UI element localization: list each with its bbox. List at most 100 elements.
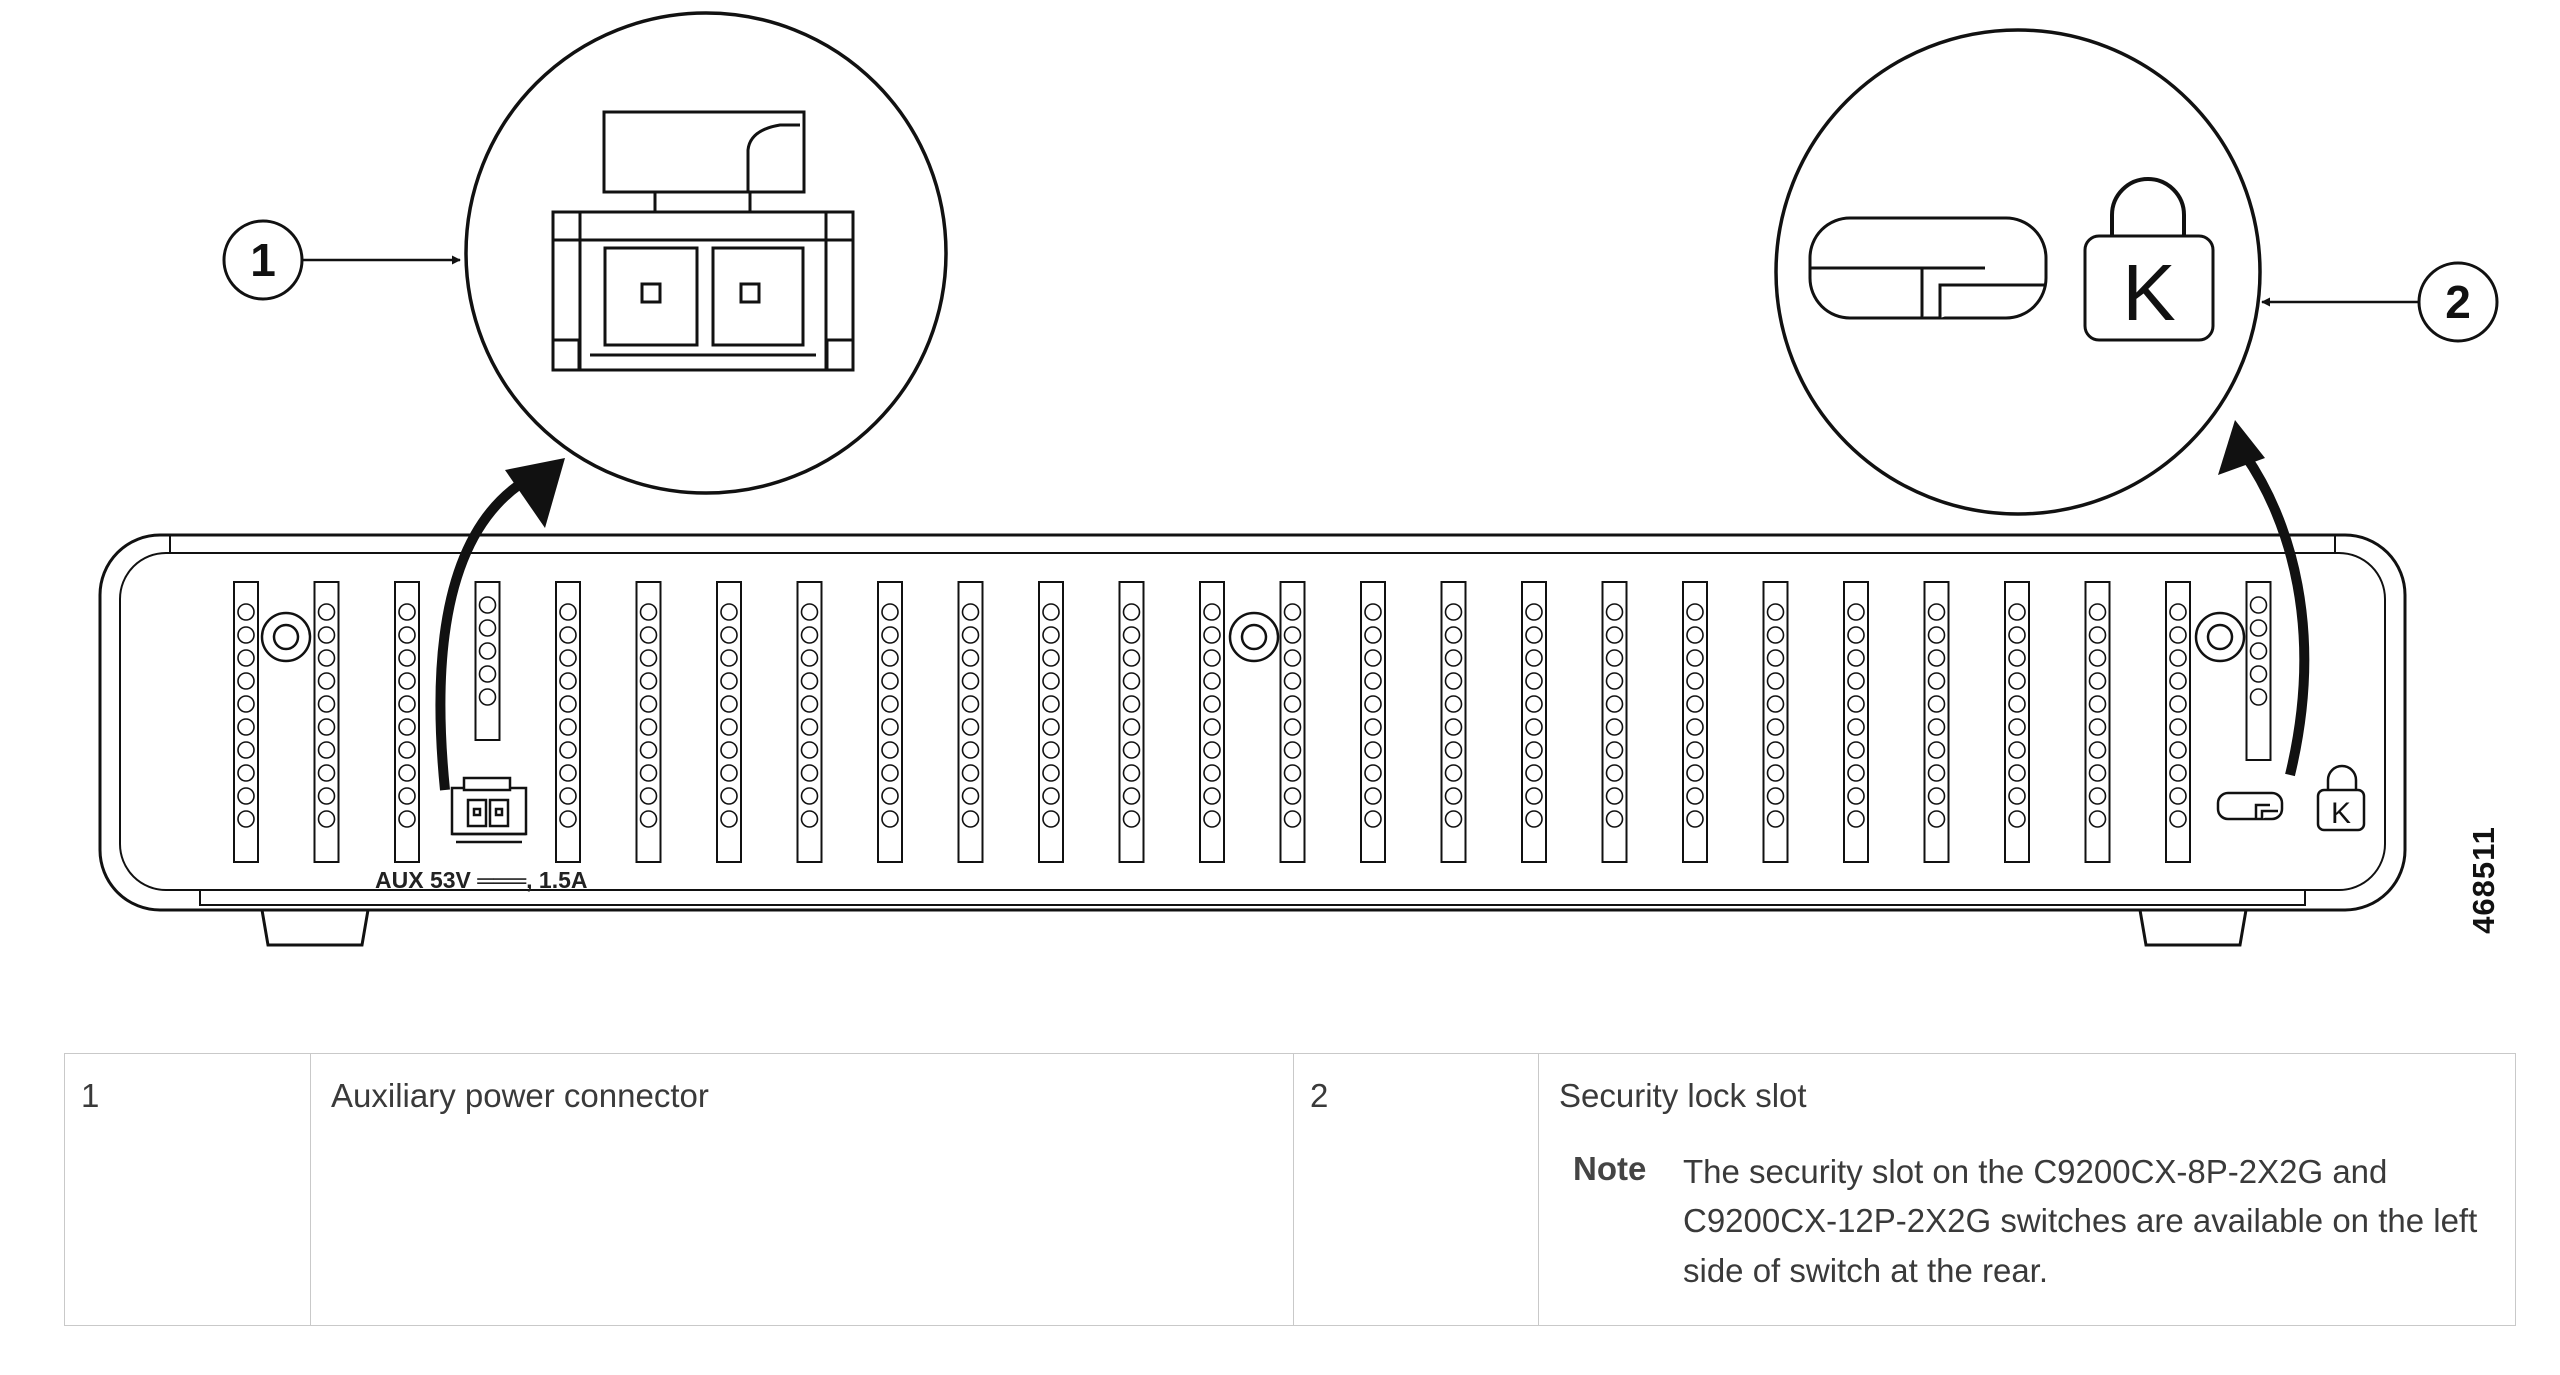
vent-hole	[1203, 718, 1221, 736]
vent-hole	[961, 741, 980, 759]
vent-hole	[1766, 603, 1785, 621]
vent-hole	[559, 741, 577, 759]
vent-hole	[1122, 649, 1141, 667]
vent-hole	[237, 649, 255, 667]
vent-hole	[800, 810, 819, 828]
vent-hole	[398, 787, 416, 805]
security-slot-zoom: K	[1774, 28, 2262, 516]
vent-hole	[1122, 764, 1141, 782]
vent-hole	[1927, 718, 1946, 736]
vent-hole	[2169, 764, 2187, 782]
vent-hole	[1525, 695, 1543, 713]
legend-table: 1 Auxiliary power connector 2 Security l…	[64, 1052, 2516, 1327]
vent-hole	[881, 626, 899, 644]
vent-hole	[1766, 695, 1785, 713]
legend-number-1: 1	[64, 1052, 311, 1327]
vent-hole	[1203, 649, 1221, 667]
legend-description-1: Auxiliary power connector	[310, 1052, 1294, 1327]
vent-hole	[720, 603, 738, 621]
vent-hole	[2008, 603, 2026, 621]
vent-hole	[559, 695, 577, 713]
aux-power-rating-label: AUX 53V ═══, 1.5A	[375, 867, 588, 893]
vent-hole	[800, 764, 819, 782]
vent-hole	[1927, 672, 1946, 690]
vent-hole	[1525, 741, 1543, 759]
vent-hole	[1525, 718, 1543, 736]
kensington-lock-icon: K	[2316, 764, 2366, 832]
vent-hole	[317, 741, 336, 759]
vent-hole	[1766, 649, 1785, 667]
vent-hole	[1364, 672, 1382, 690]
vent-hole	[2169, 672, 2187, 690]
vent-hole	[1122, 718, 1141, 736]
vent-hole	[2088, 626, 2107, 644]
vent-hole	[1605, 787, 1624, 805]
vent-hole	[559, 810, 577, 828]
vent-hole	[1042, 764, 1060, 782]
vent-hole	[1927, 626, 1946, 644]
vent-hole	[1686, 787, 1704, 805]
vent-hole	[881, 649, 899, 667]
vent-hole	[881, 603, 899, 621]
vent-hole	[1283, 672, 1302, 690]
vent-hole	[2088, 810, 2107, 828]
chassis-screws	[260, 611, 2246, 663]
vent-hole	[1364, 626, 1382, 644]
vent-hole	[1364, 764, 1382, 782]
vent-hole	[1283, 695, 1302, 713]
vent-hole	[317, 649, 336, 667]
vent-hole	[237, 764, 255, 782]
vent-hole	[317, 672, 336, 690]
vent-hole	[2008, 649, 2026, 667]
vent-hole	[1042, 741, 1060, 759]
vent-hole	[1847, 741, 1865, 759]
vent-hole	[1122, 810, 1141, 828]
vent-hole	[881, 672, 899, 690]
legend-description-2: Security lock slot	[1559, 1077, 1807, 1114]
vent-hole	[1605, 764, 1624, 782]
vent-hole	[559, 672, 577, 690]
svg-text:1: 1	[250, 234, 276, 286]
vent-hole	[800, 787, 819, 805]
vent-hole	[1927, 764, 1946, 782]
vent-hole	[1525, 787, 1543, 805]
vent-hole	[961, 695, 980, 713]
vent-hole	[1283, 718, 1302, 736]
vent-hole	[1847, 764, 1865, 782]
vent-hole	[2249, 642, 2268, 660]
vent-hole	[1605, 649, 1624, 667]
vent-hole	[1283, 649, 1302, 667]
vent-hole	[800, 741, 819, 759]
vent-hole	[2008, 810, 2026, 828]
svg-text:K: K	[2331, 797, 2351, 830]
vent-hole	[800, 603, 819, 621]
vent-hole	[1042, 672, 1060, 690]
vent-hole	[720, 741, 738, 759]
vent-hole	[1283, 810, 1302, 828]
vent-hole	[639, 764, 658, 782]
vent-hole	[1847, 718, 1865, 736]
vent-hole	[1042, 718, 1060, 736]
vent-hole	[559, 764, 577, 782]
arrow-icon	[435, 420, 2310, 791]
vent-hole	[639, 810, 658, 828]
vent-hole	[800, 695, 819, 713]
vent-hole	[1686, 810, 1704, 828]
vent-hole	[1122, 603, 1141, 621]
vent-hole	[1686, 764, 1704, 782]
vent-hole	[961, 718, 980, 736]
vent-hole	[1122, 695, 1141, 713]
vent-hole	[2088, 787, 2107, 805]
vent-hole	[1122, 741, 1141, 759]
right-foot	[2138, 909, 2248, 947]
vent-hole	[1364, 649, 1382, 667]
vent-hole	[317, 718, 336, 736]
vent-hole	[2249, 619, 2268, 637]
vent-hole	[237, 787, 255, 805]
vent-hole	[1686, 741, 1704, 759]
vent-hole	[1847, 810, 1865, 828]
vent-hole	[1042, 626, 1060, 644]
vent-hole	[559, 626, 577, 644]
switch-rear-panel-figure: AUX 53V ═══, 1.5A K	[98, 11, 2499, 947]
vent-hole	[2088, 718, 2107, 736]
